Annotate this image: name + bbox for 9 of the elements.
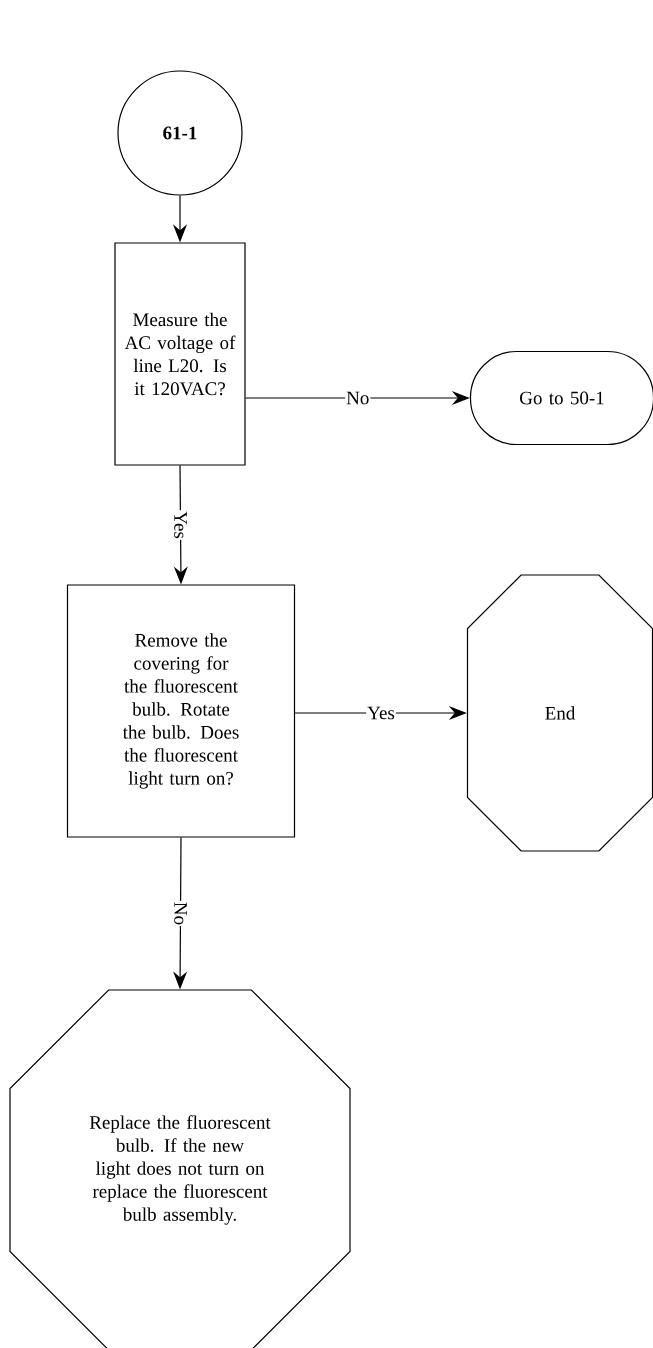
stop-octagon: End [466, 574, 653, 852]
terminal-box: Go to 50-1 [469, 350, 653, 446]
edge-label: Yes [366, 705, 396, 721]
process-box: Remove the covering for the fluorescent bulb. Rotate the bulb. Does the fluorescent light turn on? [66, 584, 296, 838]
process-box: Measure the AC voltage of line L20. Is it 120VAC? [114, 242, 246, 466]
edge-label: No [173, 900, 188, 927]
edge-label: No [345, 390, 371, 406]
edge-label: Yes [173, 510, 188, 540]
stop-octagon: Replace the fluorescent bulb. If the new light does not turn on replace the fluorescent bulb assembly. [9, 989, 351, 1348]
